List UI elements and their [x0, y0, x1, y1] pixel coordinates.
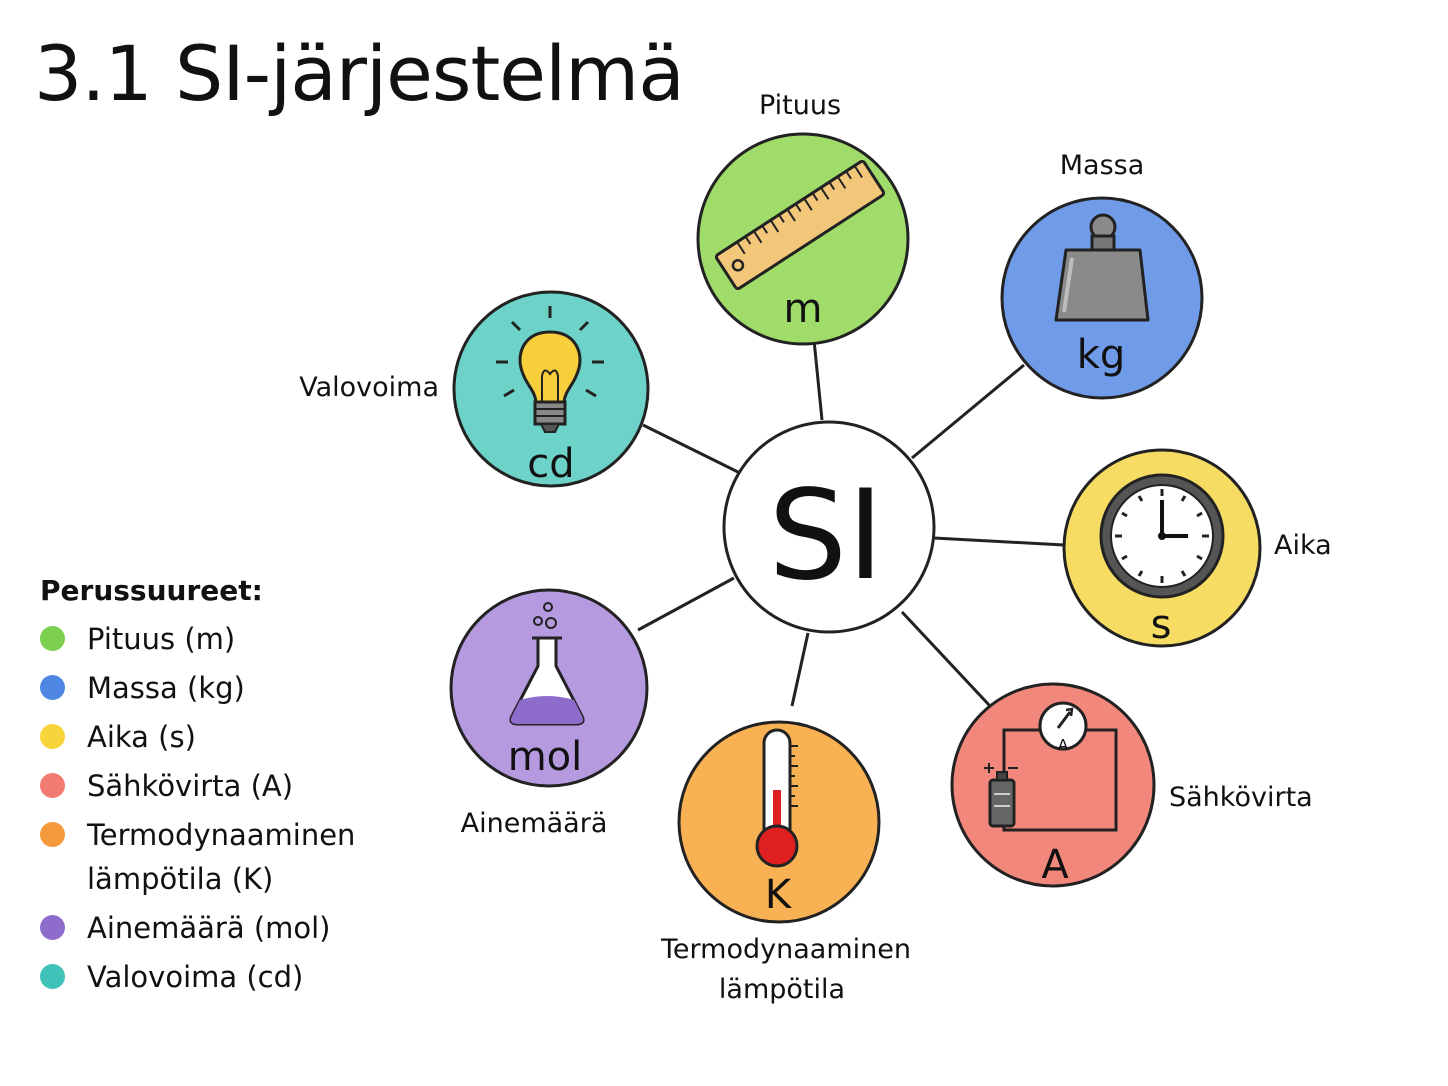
node-current[interactable]: A A Sähkövirta	[950, 682, 1313, 888]
node-temperature-name-line2: lämpötila	[719, 974, 845, 1005]
node-temperature-name-line1: Termodynaaminen	[660, 934, 911, 965]
node-time-unit: s	[1151, 602, 1172, 648]
page-title: 3.1 SI-järjestelmä	[34, 29, 685, 118]
legend-dot-icon	[40, 773, 65, 798]
node-time[interactable]: s Aika	[1062, 448, 1332, 648]
center-node-circle	[722, 420, 936, 634]
node-current-name: Sähkövirta	[1169, 782, 1313, 813]
lightbulb-icon	[496, 306, 604, 433]
node-mass[interactable]: kg Massa	[1000, 150, 1204, 400]
legend: Perussuureet: Pituus (m) Massa (kg) Aika…	[40, 574, 357, 1004]
legend-dot-icon	[40, 675, 65, 700]
node-temperature[interactable]: K Termodynaaminen lämpötila	[660, 720, 911, 1005]
node-substance-unit: mol	[508, 734, 583, 780]
circuit-icon: A	[984, 701, 1118, 832]
connector-length	[812, 339, 824, 421]
node-mass-unit: kg	[1077, 332, 1126, 378]
weight-icon	[1054, 213, 1150, 322]
legend-item-label: Aika (s)	[87, 720, 196, 754]
flask-icon	[509, 602, 585, 726]
connector-time	[933, 536, 1065, 547]
connector-substance	[637, 576, 735, 632]
connector-luminous	[642, 423, 739, 474]
node-length[interactable]: m Pituus	[696, 90, 910, 346]
legend-item-time: Aika (s)	[40, 715, 357, 759]
legend-item-temperature: Termodynaaminen lämpötila (K)	[40, 813, 357, 901]
node-current-unit: A	[1041, 842, 1069, 888]
node-length-name: Pituus	[759, 90, 841, 121]
ruler-icon	[714, 159, 886, 291]
node-substance[interactable]: mol Ainemäärä	[449, 588, 649, 839]
center-node[interactable]: SI	[722, 420, 936, 634]
legend-dot-icon	[40, 964, 65, 989]
legend-dot-icon	[40, 915, 65, 940]
node-mass-name: Massa	[1060, 150, 1145, 181]
legend-dot-icon	[40, 724, 65, 749]
node-luminous-unit: cd	[527, 441, 574, 487]
node-length-unit: m	[784, 286, 823, 332]
node-substance-name: Ainemäärä	[461, 808, 608, 839]
legend-item-label: Valovoima (cd)	[87, 960, 304, 994]
connector-temperature	[790, 632, 810, 707]
connector-lines	[637, 339, 1065, 708]
center-node-label: SI	[768, 464, 883, 608]
legend-title: Perussuureet:	[40, 574, 263, 607]
node-temperature-unit: K	[765, 872, 793, 918]
node-luminous-name: Valovoima	[299, 372, 439, 403]
legend-dot-icon	[40, 822, 65, 847]
legend-item-current: Sähkövirta (A)	[40, 764, 357, 808]
legend-item-mass: Massa (kg)	[40, 666, 357, 710]
legend-dot-icon	[40, 626, 65, 651]
legend-item-label: Sähkövirta (A)	[87, 769, 294, 803]
legend-item-label: Pituus (m)	[87, 622, 236, 656]
connector-current	[900, 610, 992, 708]
connector-mass	[911, 363, 1025, 460]
thermometer-icon	[755, 728, 799, 868]
legend-item-substance: Ainemäärä (mol)	[40, 906, 357, 950]
clock-icon	[1099, 473, 1225, 599]
legend-item-label: Termodynaaminen lämpötila (K)	[87, 818, 356, 896]
legend-item-length: Pituus (m)	[40, 617, 357, 661]
legend-item-label: Ainemäärä (mol)	[87, 911, 331, 945]
legend-item-label: Massa (kg)	[87, 671, 245, 705]
ammeter-label: A	[1058, 736, 1069, 754]
node-time-name: Aika	[1274, 530, 1332, 561]
node-luminous[interactable]: cd Valovoima	[299, 290, 650, 488]
legend-item-luminous: Valovoima (cd)	[40, 955, 357, 999]
